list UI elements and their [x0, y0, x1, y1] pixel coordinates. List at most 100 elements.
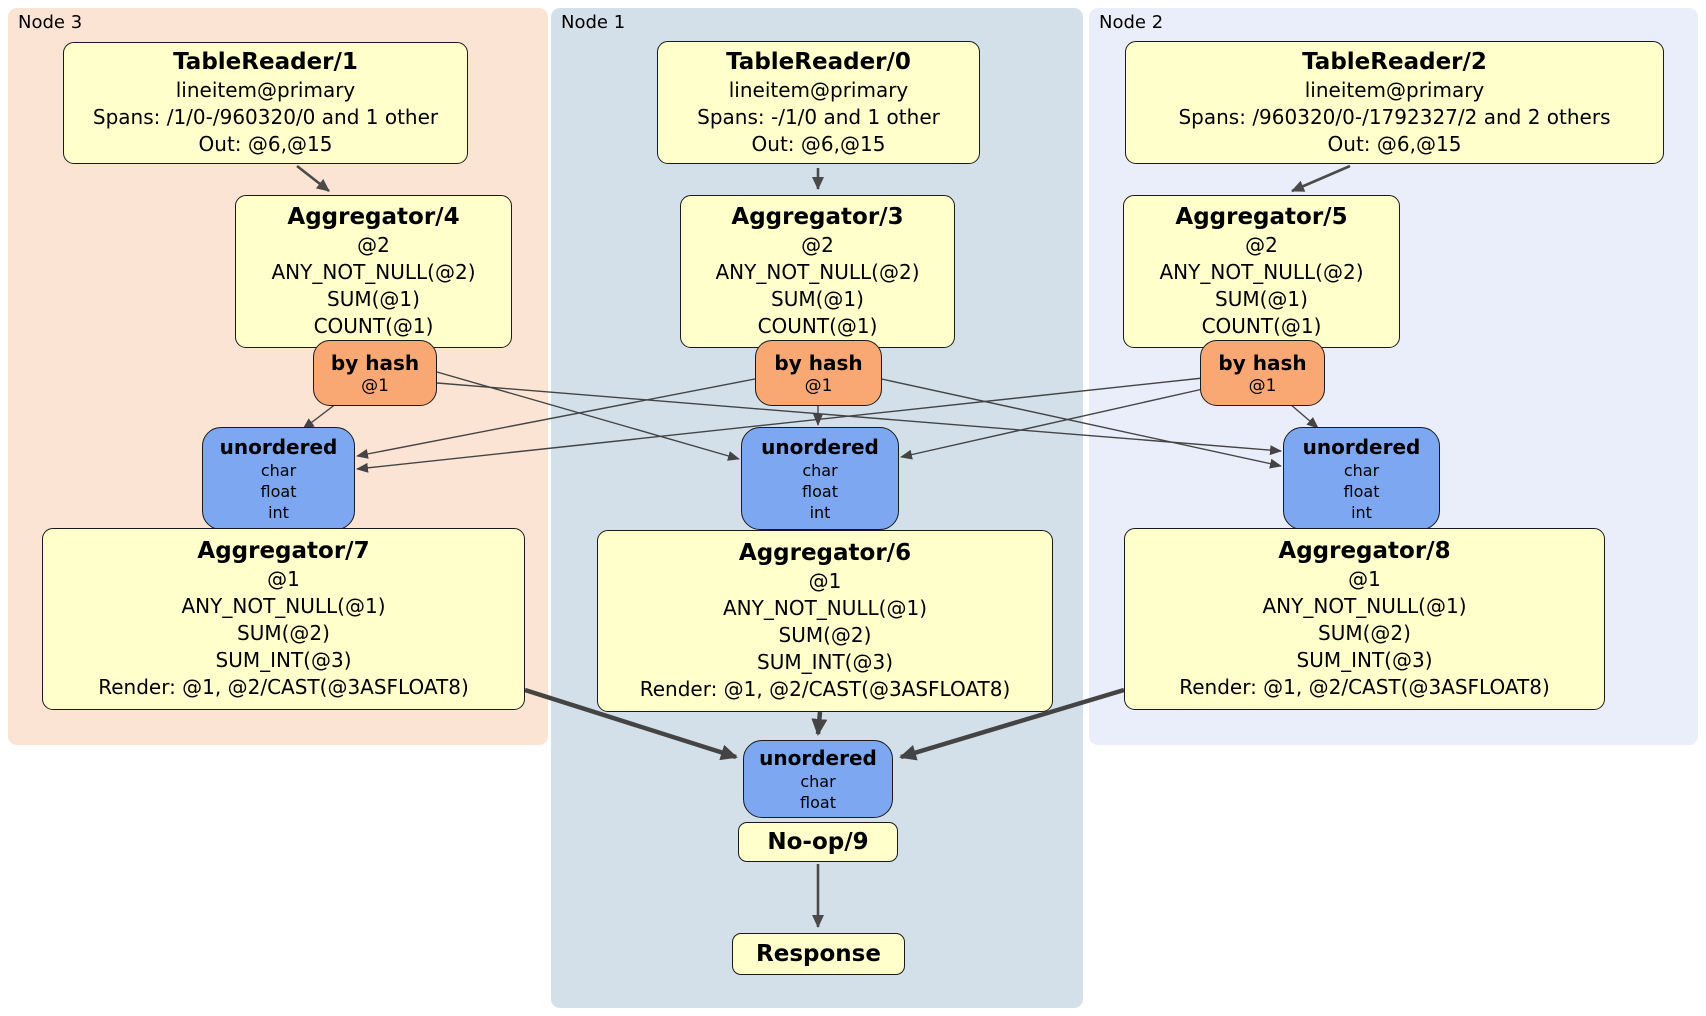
edge-router-left-sync-right [436, 382, 1282, 456]
edge-agg7-final-sync [524, 687, 738, 761]
node-region-label: Node 1 [561, 12, 626, 33]
processor-aggfunc: SUM(@1) [771, 287, 864, 311]
processor-out: Out: @6,@15 [198, 132, 333, 156]
processor-index: lineitem@primary [728, 77, 909, 102]
processor-aggregator-3: Aggregator/3 @2 ANY_NOT_NULL(@2) SUM(@1)… [680, 195, 955, 348]
processor-render: Render: @1, @2/CAST(@3ASFLOAT8) [98, 675, 469, 699]
processor-groupcols: @1 [808, 569, 842, 593]
processor-aggfunc: COUNT(@1) [757, 314, 878, 338]
sync-title: unordered [759, 745, 877, 770]
router-by-hash-right: by hash @1 [1200, 340, 1325, 406]
processor-aggregator-4: Aggregator/4 @2 ANY_NOT_NULL(@2) SUM(@1)… [235, 195, 512, 348]
sync-unordered-left: unordered char float int [202, 427, 355, 530]
processor-title: TableReader/2 [1302, 48, 1487, 75]
edge-agg8-final-sync [899, 687, 1125, 761]
processor-title: TableReader/1 [173, 49, 358, 75]
router-by-hash-center: by hash @1 [755, 340, 882, 406]
processor-aggfunc: SUM(@1) [1215, 287, 1308, 311]
sync-unordered-right: unordered char float int [1283, 427, 1440, 530]
edge-router-center-sync-right [876, 377, 1282, 469]
processor-title: Aggregator/8 [1278, 538, 1451, 564]
processor-aggfunc: ANY_NOT_NULL(@2) [271, 260, 476, 284]
sync-unordered-center: unordered char float int [741, 427, 899, 530]
processor-aggregator-6: Aggregator/6 @1 ANY_NOT_NULL(@1) SUM(@2)… [597, 530, 1053, 712]
edge-tr2-agg5 [1291, 164, 1351, 193]
processor-title: Aggregator/4 [287, 204, 460, 230]
processor-aggfunc: SUM_INT(@3) [757, 650, 893, 674]
sync-title: unordered [1302, 434, 1421, 459]
processor-groupcols: @1 [1348, 567, 1381, 591]
processor-title: Response [756, 940, 881, 967]
processor-index: lineitem@primary [175, 78, 356, 102]
processor-title: Aggregator/7 [197, 538, 370, 564]
edge-router-right-sync-right [1289, 403, 1319, 429]
sync-title: unordered [761, 434, 879, 459]
sync-column-type: float [800, 792, 836, 812]
edge-router-right-sync-center [900, 388, 1204, 460]
node-region-label: Node 3 [18, 12, 83, 33]
processor-response: Response [732, 933, 905, 975]
processor-title: Aggregator/3 [731, 204, 904, 230]
router-hash-column: @1 [361, 375, 389, 396]
sync-column-type: int [1351, 502, 1372, 522]
processor-aggfunc: COUNT(@1) [1201, 314, 1322, 338]
processor-aggfunc: SUM_INT(@3) [1296, 648, 1433, 672]
processor-aggfunc: ANY_NOT_NULL(@1) [181, 594, 386, 618]
processor-groupcols: @2 [357, 233, 390, 257]
processor-aggfunc: ANY_NOT_NULL(@1) [1262, 594, 1467, 618]
processor-aggfunc: COUNT(@1) [313, 314, 434, 338]
router-hash-column: @1 [1248, 375, 1277, 396]
router-title: by hash [774, 350, 863, 375]
processor-tablereader-1: TableReader/1 lineitem@primary Spans: /1… [63, 42, 468, 164]
processor-aggregator-8: Aggregator/8 @1 ANY_NOT_NULL(@1) SUM(@2)… [1124, 528, 1605, 710]
processor-aggfunc: ANY_NOT_NULL(@2) [1159, 260, 1364, 284]
edge-router-center-sync-left [356, 377, 761, 459]
sync-column-type: int [809, 502, 831, 522]
processor-title: Aggregator/6 [738, 540, 912, 566]
processor-out: Out: @6,@15 [751, 131, 886, 156]
sync-column-type: float [802, 481, 838, 501]
processor-tablereader-2: TableReader/2 lineitem@primary Spans: /9… [1125, 41, 1664, 164]
processor-aggfunc: SUM(@2) [778, 623, 872, 647]
processor-spans: Spans: /960320/0-/1792327/2 and 2 others [1178, 104, 1611, 129]
sync-column-type: int [268, 502, 289, 522]
processor-aggregator-7: Aggregator/7 @1 ANY_NOT_NULL(@1) SUM(@2)… [42, 528, 525, 710]
sync-title: unordered [219, 434, 338, 459]
processor-out: Out: @6,@15 [1327, 131, 1462, 156]
router-title: by hash [1218, 350, 1307, 375]
node-region-label: Node 2 [1099, 12, 1164, 33]
sync-column-type: float [260, 481, 297, 501]
processor-aggfunc: ANY_NOT_NULL(@2) [715, 260, 920, 284]
sync-column-type: float [1343, 481, 1380, 501]
router-by-hash-left: by hash @1 [313, 340, 437, 406]
sync-column-type: char [800, 771, 836, 791]
processor-aggfunc: SUM(@1) [327, 287, 420, 311]
processor-groupcols: @2 [801, 233, 834, 257]
sync-column-type: char [260, 460, 297, 480]
processor-title: No-op/9 [767, 828, 869, 855]
processor-aggregator-5: Aggregator/5 @2 ANY_NOT_NULL(@2) SUM(@1)… [1123, 195, 1400, 348]
edge-agg6-final-sync [811, 711, 828, 736]
processor-noop-9: No-op/9 [738, 822, 898, 862]
processor-aggfunc: ANY_NOT_NULL(@1) [723, 596, 927, 620]
processor-tablereader-0: TableReader/0 lineitem@primary Spans: -/… [657, 41, 980, 164]
router-title: by hash [330, 350, 420, 375]
processor-title: Aggregator/5 [1175, 204, 1348, 230]
sync-unordered-final: unordered char float [743, 740, 893, 818]
processor-groupcols: @2 [1245, 233, 1278, 257]
edge-router-left-sync-center [436, 371, 740, 461]
router-hash-column: @1 [804, 375, 833, 396]
sync-column-type: char [1343, 460, 1380, 480]
processor-spans: Spans: /1/0-/960320/0 and 1 other [92, 105, 439, 129]
processor-spans: Spans: -/1/0 and 1 other [697, 104, 940, 129]
edge-router-right-sync-left [356, 377, 1204, 473]
processor-title: TableReader/0 [726, 48, 911, 75]
processor-groupcols: @1 [267, 567, 300, 591]
processor-aggfunc: SUM(@2) [237, 621, 330, 645]
processor-aggfunc: SUM(@2) [1318, 621, 1411, 645]
edge-tr1-agg4 [296, 164, 330, 193]
processor-render: Render: @1, @2/CAST(@3ASFLOAT8) [639, 677, 1011, 701]
processor-aggfunc: SUM_INT(@3) [215, 648, 352, 672]
